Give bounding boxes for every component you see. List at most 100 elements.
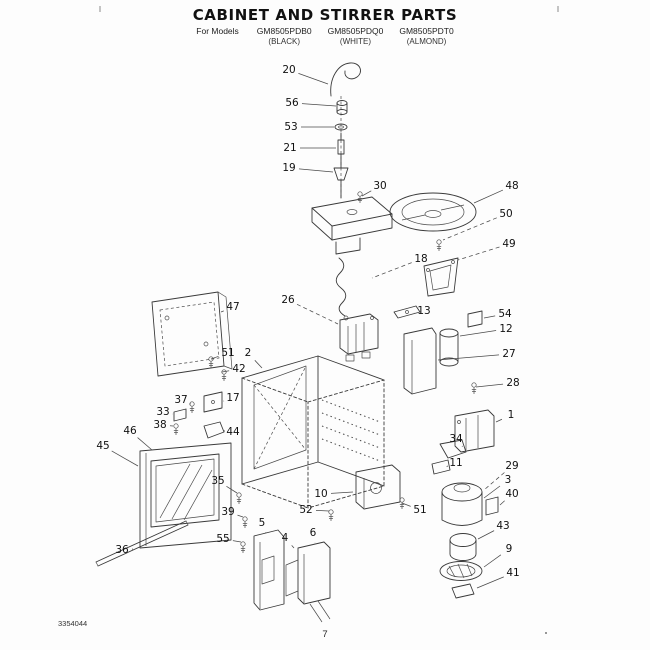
part-callout-51: 51 (221, 347, 234, 359)
leader-line (477, 530, 495, 540)
part-callout-21: 21 (283, 142, 296, 154)
part-callout-5: 5 (259, 517, 266, 529)
part-callout-51: 51 (413, 504, 426, 516)
leader-line (315, 510, 330, 512)
leader-line (371, 262, 412, 279)
leader-line (237, 514, 244, 518)
leader-line (137, 437, 153, 451)
part-callout-53: 53 (284, 121, 297, 133)
leader-line (446, 465, 449, 467)
leader-line (220, 310, 224, 313)
model-color: (BLACK) (268, 36, 300, 46)
leader-line (437, 354, 500, 361)
part-callout-9: 9 (506, 543, 513, 555)
part-callout-4: 4 (282, 532, 289, 544)
part-callout-55: 55 (216, 533, 229, 545)
part-callout-33: 33 (156, 406, 169, 418)
part-callout-45: 45 (96, 440, 109, 452)
leader-line (483, 472, 505, 491)
magnetron-art (339, 313, 379, 362)
models-row: For Models GM8505PDB0 (BLACK) GM8505PDQ0… (0, 26, 650, 47)
right-small-parts-art (403, 310, 483, 395)
leader-line (361, 190, 372, 197)
support-bracket-art (423, 257, 459, 297)
part-callout-54: 54 (498, 308, 512, 320)
leader-line (232, 540, 242, 543)
part-callout-6: 6 (310, 527, 317, 539)
leader-line (473, 189, 504, 204)
part-callout-28: 28 (506, 377, 519, 389)
stirrer-blade-art (389, 192, 477, 252)
part-callout-44: 44 (226, 426, 240, 438)
model-color: (ALMOND) (406, 36, 447, 46)
leader-line (475, 383, 504, 388)
leader-line (483, 554, 502, 568)
part-callout-18: 18 (414, 253, 427, 265)
leader-line (495, 418, 503, 423)
doc-number: 3354044 (58, 619, 88, 628)
leader-line (226, 486, 238, 494)
blower-art (439, 482, 499, 599)
leader-line (483, 485, 501, 499)
part-callout-10: 10 (314, 488, 327, 500)
part-callout-40: 40 (505, 488, 518, 500)
leader-line (461, 445, 463, 447)
stirrer-shaft-art (330, 62, 361, 200)
leader-line (476, 576, 504, 589)
part-callout-29: 29 (505, 460, 518, 472)
part-callout-56: 56 (285, 97, 299, 109)
part-callout-39: 39 (221, 506, 234, 518)
header: CABINET AND STIRRER PARTS For Models GM8… (0, 6, 650, 47)
models-prefix: For Models (196, 26, 239, 36)
part-callout-38: 38 (153, 419, 166, 431)
part-callout-26: 26 (281, 294, 295, 306)
part-callout-48: 48 (505, 180, 518, 192)
part-callout-43: 43 (496, 520, 509, 532)
part-callout-36: 36 (115, 544, 129, 556)
stirrer-support-art (311, 191, 393, 255)
door-art (139, 442, 232, 549)
leader-line (254, 360, 263, 369)
leader-line (459, 330, 497, 337)
part-callout-2: 2 (245, 347, 252, 359)
leader-line (210, 355, 219, 360)
part-callout-3: 3 (505, 474, 512, 486)
part-callout-35: 35 (211, 475, 224, 487)
part-callout-19: 19 (282, 162, 295, 174)
clip-bracket-art (393, 305, 421, 319)
part-callout-37: 37 (174, 394, 187, 406)
leader-line (442, 217, 497, 241)
trim-strip-art (95, 520, 189, 567)
leader-line (457, 246, 500, 261)
latch-parts-art (173, 356, 227, 439)
part-callout-49: 49 (502, 238, 515, 250)
part-callout-34: 34 (449, 433, 463, 445)
leader-line (301, 103, 337, 107)
page-title: CABINET AND STIRRER PARTS (192, 6, 458, 24)
part-callout-50: 50 (499, 208, 512, 220)
model-entry: GM8505PDQ0 (WHITE) (328, 26, 384, 47)
part-callout-46: 46 (123, 425, 137, 437)
leader-line (483, 315, 496, 319)
part-callout-12: 12 (499, 323, 512, 335)
model-entry: GM8505PDT0 (ALMOND) (399, 26, 453, 47)
leader-line (221, 370, 230, 373)
leader-line (111, 450, 139, 467)
model-number: GM8505PDB0 (256, 26, 312, 36)
part-callout-17: 17 (226, 392, 239, 404)
part-callout-47: 47 (226, 301, 239, 313)
duct-parts-art (236, 492, 331, 623)
leader-line (296, 303, 339, 325)
model-entry: GM8505PDB0 (BLACK) (257, 26, 312, 47)
part-callout-30: 30 (373, 180, 386, 192)
part-callout-11: 11 (449, 457, 462, 469)
side-panel-art (151, 291, 233, 377)
part-callout-42: 42 (232, 363, 245, 375)
leader-line (298, 73, 329, 85)
cavity-art (241, 355, 385, 509)
leader-line (291, 545, 295, 549)
leader-line (330, 491, 354, 494)
part-callout-41: 41 (506, 567, 519, 579)
